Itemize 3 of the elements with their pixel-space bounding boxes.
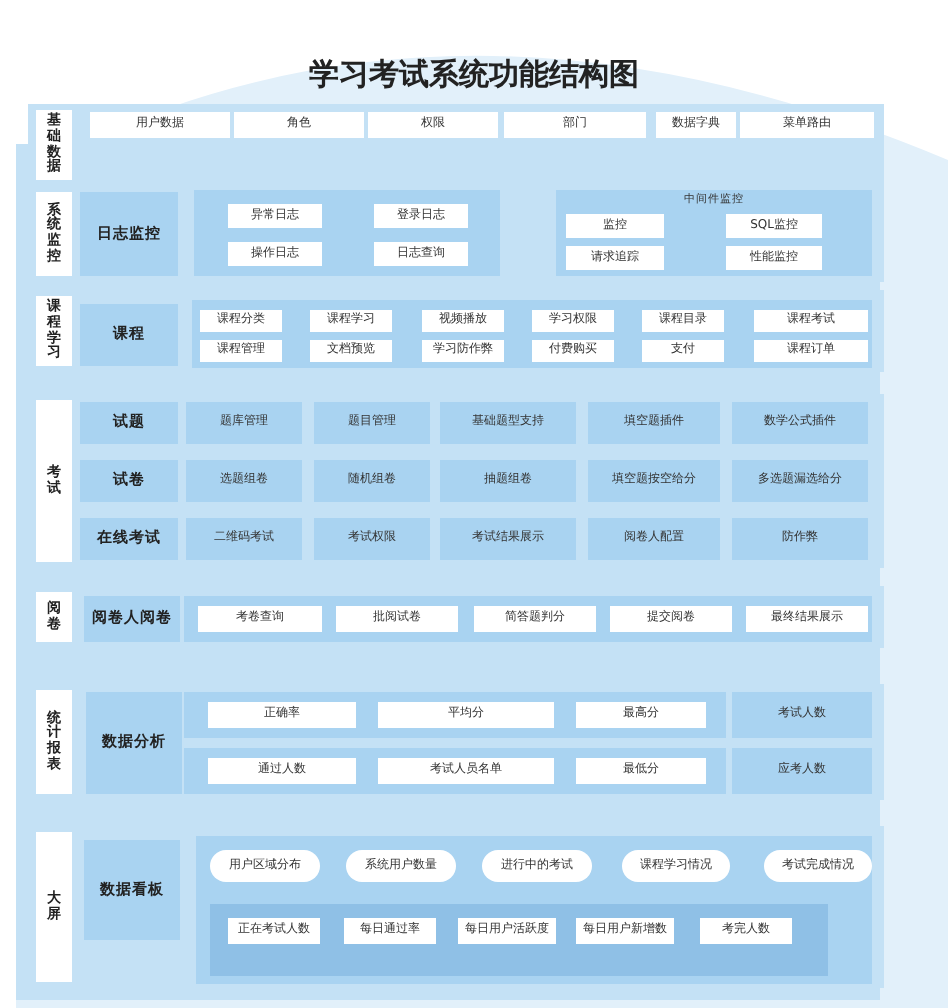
title: 学习考试系统功能结构图 bbox=[307, 56, 641, 94]
group-panel bbox=[556, 190, 872, 276]
section-band bbox=[28, 104, 884, 186]
